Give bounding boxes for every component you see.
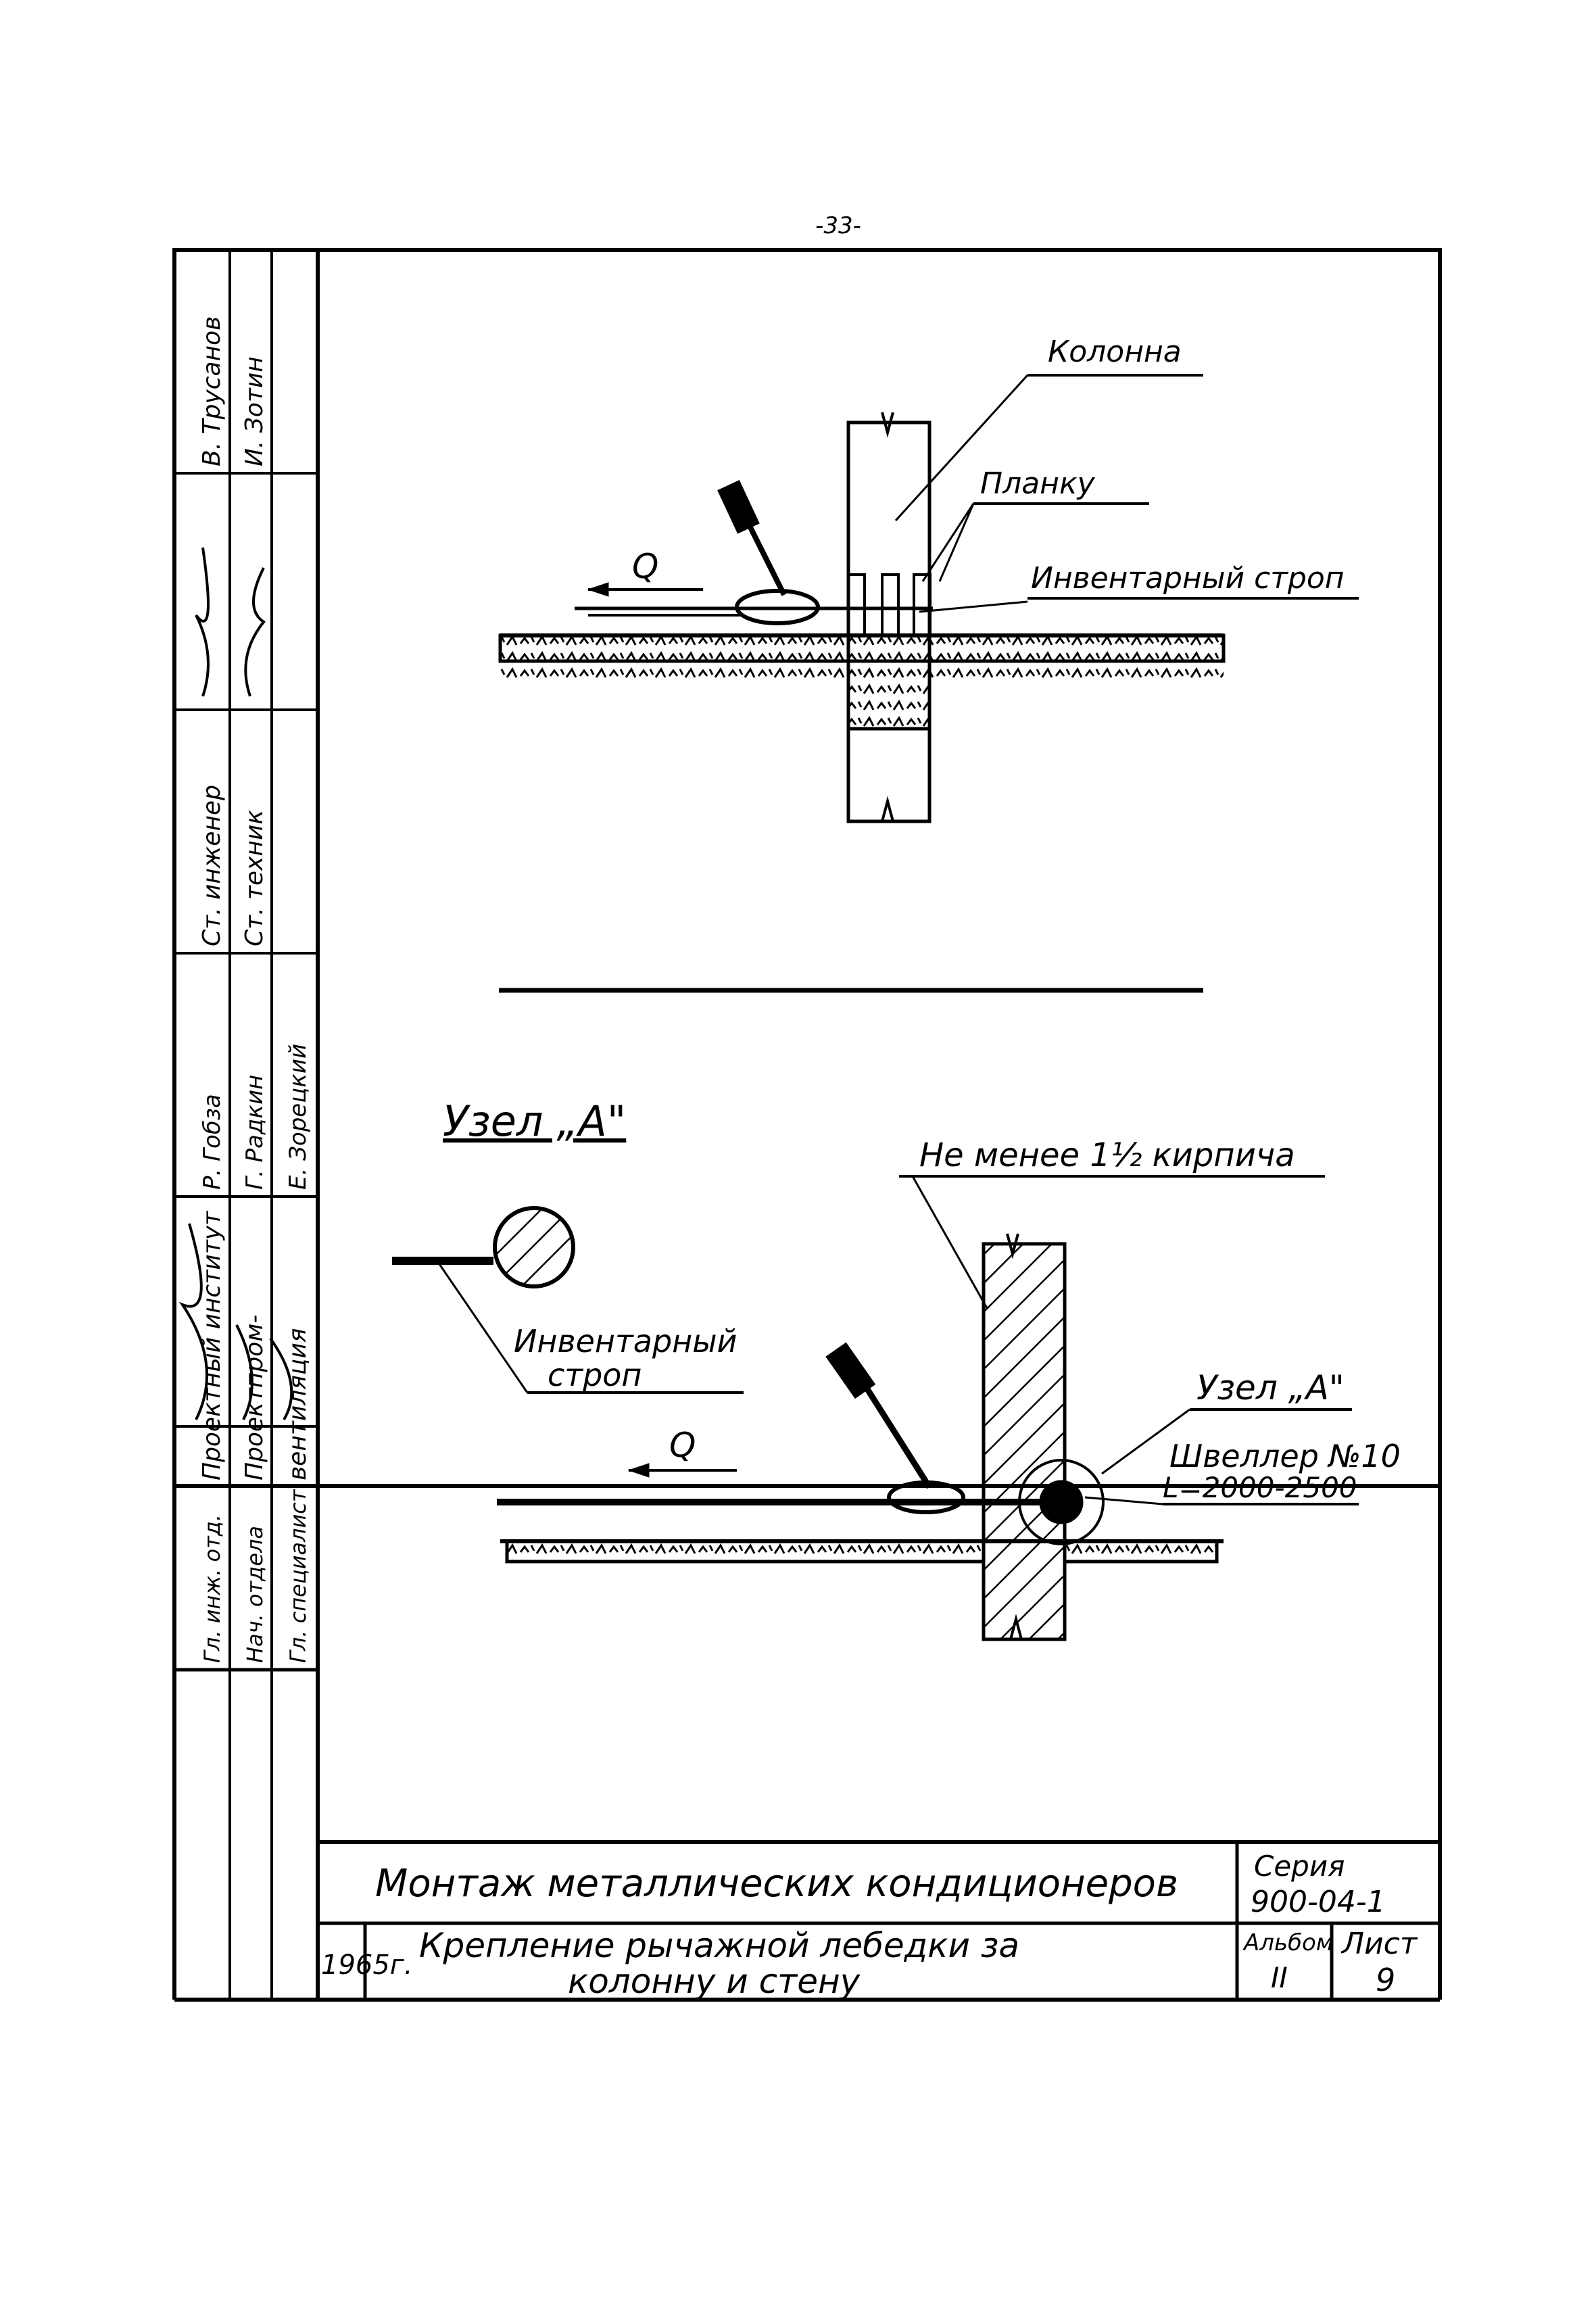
stamp-role-chief-specialist: Гл. специалист (285, 1489, 311, 1663)
column-section-diagram (498, 374, 1359, 823)
stamp-org-line2: Проектпром- (241, 1315, 268, 1480)
title-block (172, 1486, 1442, 2002)
plate-3 (913, 573, 932, 637)
label-sling-bottom-1: Инвентарный (514, 1323, 737, 1359)
column-footing (846, 659, 932, 731)
stamp-role-senior-engineer: Ст. инженер (198, 785, 226, 946)
sheet-label: Лист (1340, 1927, 1418, 1961)
label-force-top: Q (632, 547, 658, 586)
stamp-name-gobza: Р. Гобза (199, 1094, 226, 1190)
node-a-detail-drum (493, 1206, 575, 1288)
title-block-title: Монтаж металлических кондиционеров (375, 1862, 1178, 1906)
series-value: 900-04-1 (1251, 1885, 1386, 1919)
album-value: II (1271, 1961, 1288, 1994)
drawing-title-line1: Крепление рычажной лебедки за (419, 1926, 1019, 1965)
side-stamp: В. Трусанов И. Зотин Ст. инженер Ст. тех… (178, 316, 312, 1663)
plate-2 (881, 573, 900, 637)
column (846, 420, 932, 823)
wall-section-diagram (392, 1175, 1359, 1641)
label-channel: Швеллер №10 (1169, 1438, 1401, 1474)
label-column: Колонна (1048, 335, 1182, 369)
stamp-name-trusanov: В. Трусанов (198, 316, 226, 466)
year: 1965г. (321, 1950, 413, 1981)
stamp-role-dept-head: Нач. отдела (242, 1526, 268, 1663)
sheet-frame (172, 248, 1442, 1672)
signature-scribble-2 (178, 1223, 293, 1421)
label-wall-thickness: Не менее 1½ кирпича (919, 1136, 1295, 1174)
winch-top (735, 589, 820, 625)
node-a-callout-circle (1018, 1459, 1105, 1545)
signature-scribble-1 (195, 547, 266, 697)
floor-slab-bottom (505, 1539, 986, 1564)
label-length: L=2000-2500 (1163, 1471, 1357, 1504)
label-sling-top: Инвентарный строп (1031, 561, 1345, 596)
drawing-title-line2: колонну и стену (568, 1962, 861, 2001)
page-number: -33- (815, 212, 861, 239)
stamp-role-senior-technician: Ст. техник (241, 810, 268, 946)
stamp-org-line3: вентиляция (284, 1328, 312, 1481)
winch-handle-bottom (863, 1384, 932, 1489)
label-force-bottom: Q (669, 1426, 696, 1465)
stamp-name-zoretsky: Е. Зорецкий (285, 1044, 312, 1190)
stamp-name-radkin: Г. Радкин (241, 1075, 268, 1190)
album-label: Альбом (1242, 1929, 1333, 1956)
channel-bar (1039, 1480, 1084, 1524)
brick-wall (982, 1242, 1067, 1641)
node-title: Узел „А" (443, 1096, 626, 1146)
label-node-ref: Узел „А" (1196, 1368, 1345, 1407)
floor-slab-top (498, 633, 1226, 663)
series-label: Серия (1254, 1850, 1345, 1883)
plate-1 (847, 573, 866, 637)
sheet-value: 9 (1376, 1962, 1395, 1998)
stamp-role-chief-engineer: Гл. инж. отд. (199, 1514, 225, 1663)
label-plates: Планку (980, 466, 1096, 501)
stamp-name-zotin: И. Зотин (241, 356, 268, 466)
label-sling-bottom-2: строп (548, 1357, 642, 1393)
